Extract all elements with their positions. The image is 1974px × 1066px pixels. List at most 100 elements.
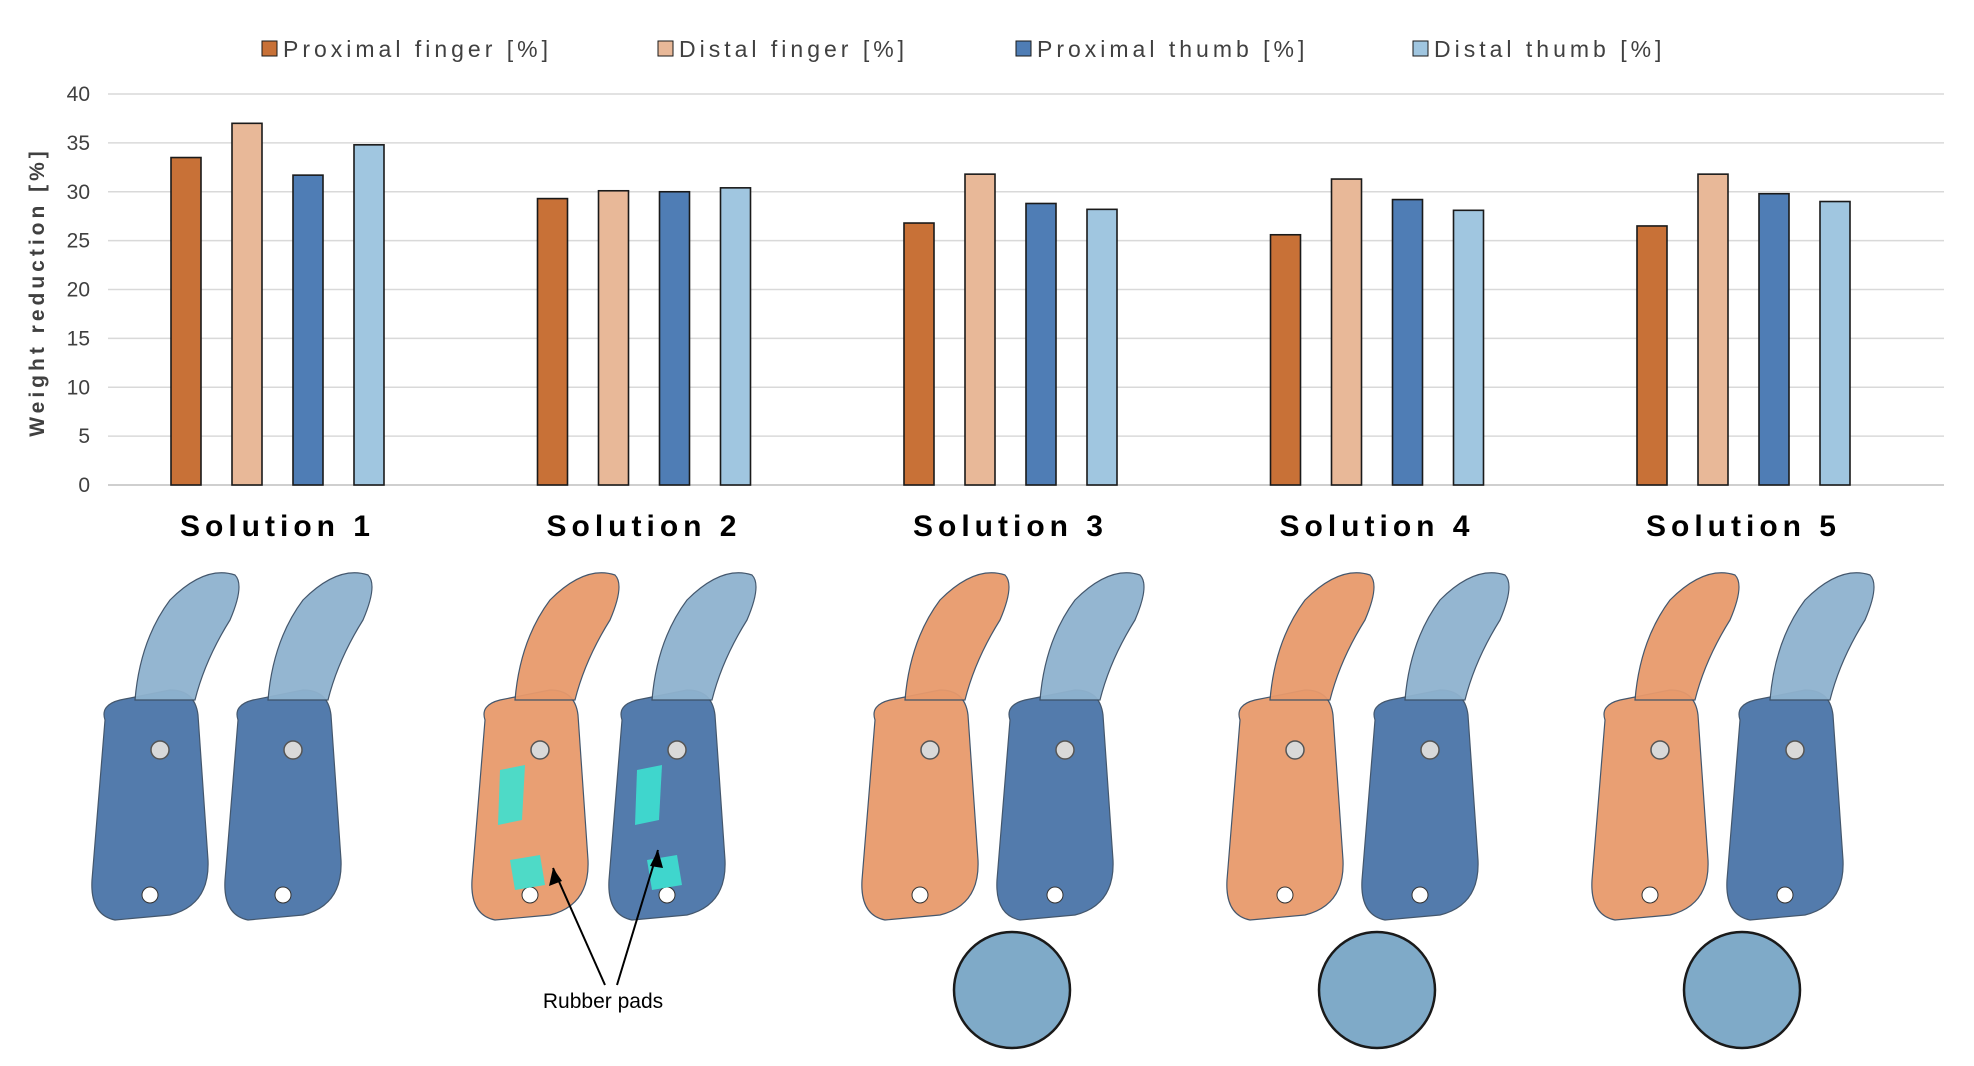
rubber-pad bbox=[510, 855, 545, 890]
category-labels: Solution 1 Solution 2 Solution 3 Solution 4… bbox=[180, 510, 1841, 543]
bar bbox=[658, 190, 691, 486]
proximal-segment bbox=[471, 689, 589, 921]
joint-screw bbox=[1420, 740, 1440, 760]
legend-swatch bbox=[1412, 40, 1429, 57]
category-label: Solution 2 bbox=[547, 510, 742, 543]
legend: Proximal finger [%] Distal finger [%] Prox… bbox=[261, 36, 1665, 62]
finger-part bbox=[608, 572, 757, 921]
distal-segment bbox=[1769, 572, 1875, 701]
bar bbox=[964, 173, 996, 486]
joint-screw bbox=[1055, 740, 1075, 760]
joint-screw bbox=[920, 740, 940, 760]
pivot-hole bbox=[141, 886, 159, 904]
bar bbox=[1819, 200, 1851, 486]
annotation-arrow bbox=[552, 867, 606, 986]
distal-segment bbox=[1039, 572, 1145, 701]
category-label: Solution 1 bbox=[180, 510, 375, 543]
y-tick-label: 5 bbox=[78, 425, 90, 448]
bar bbox=[170, 156, 202, 486]
annotation-arrowhead bbox=[650, 850, 663, 868]
pivot-hole bbox=[1776, 886, 1794, 904]
legend-swatch bbox=[261, 40, 278, 57]
bar bbox=[536, 197, 569, 486]
y-tick-label: 0 bbox=[78, 474, 90, 497]
finger-part bbox=[1591, 572, 1740, 921]
annotation-arrow bbox=[616, 849, 659, 986]
proximal-segment bbox=[1591, 689, 1709, 921]
proximal-segment bbox=[608, 689, 726, 921]
rubber-pads-annotation: Rubber pads bbox=[543, 849, 663, 1013]
rubber-pad bbox=[647, 855, 682, 890]
pivot-hole bbox=[658, 886, 676, 904]
y-tick-label: 20 bbox=[67, 279, 90, 302]
distal-segment bbox=[134, 572, 240, 701]
distal-segment bbox=[1404, 572, 1510, 701]
y-tick-label: 35 bbox=[67, 132, 90, 155]
pivot-hole bbox=[911, 886, 929, 904]
bar bbox=[1697, 173, 1729, 486]
part-illustrations bbox=[91, 572, 1875, 1050]
joint-screw bbox=[530, 740, 550, 760]
finger-part bbox=[861, 572, 1010, 921]
pivot-hole bbox=[1046, 886, 1064, 904]
y-tick-label: 30 bbox=[67, 181, 90, 204]
distal-segment bbox=[1269, 572, 1375, 701]
bar bbox=[231, 122, 263, 486]
bars bbox=[170, 122, 1851, 486]
finger-part bbox=[1361, 572, 1510, 921]
annotation-arrowhead bbox=[549, 868, 562, 886]
bar bbox=[1086, 208, 1118, 486]
proximal-segment bbox=[996, 689, 1114, 921]
bar bbox=[1269, 233, 1302, 486]
pivot-hole bbox=[1276, 886, 1294, 904]
y-tick-label: 40 bbox=[67, 83, 90, 106]
proximal-segment bbox=[224, 689, 342, 921]
bar bbox=[1025, 202, 1057, 486]
legend-swatch bbox=[1015, 40, 1032, 57]
category-label: Solution 5 bbox=[1646, 510, 1841, 543]
finger-part bbox=[996, 572, 1145, 921]
bar bbox=[903, 222, 935, 486]
proximal-segment bbox=[91, 689, 209, 921]
joint-screw bbox=[1785, 740, 1805, 760]
zoom-detail-circle bbox=[1682, 930, 1802, 1050]
legend-label: Distal thumb [%] bbox=[1434, 36, 1665, 62]
category-label: Solution 4 bbox=[1280, 510, 1475, 543]
pivot-hole bbox=[1411, 886, 1429, 904]
pivot-hole bbox=[274, 886, 292, 904]
distal-segment bbox=[904, 572, 1010, 701]
category-label: Solution 3 bbox=[913, 510, 1108, 543]
legend-label: Distal finger [%] bbox=[679, 36, 908, 62]
bar bbox=[719, 187, 752, 486]
y-tick-label: 10 bbox=[67, 376, 90, 399]
legend-label: Proximal thumb [%] bbox=[1037, 36, 1308, 62]
proximal-segment bbox=[1226, 689, 1344, 921]
y-tick-label: 25 bbox=[67, 230, 90, 253]
proximal-segment bbox=[1361, 689, 1479, 921]
joint-screw bbox=[667, 740, 687, 760]
pivot-hole bbox=[1641, 886, 1659, 904]
rubber-pads-label: Rubber pads bbox=[543, 990, 663, 1013]
finger-part bbox=[471, 572, 620, 921]
distal-segment bbox=[1634, 572, 1740, 701]
bar bbox=[353, 144, 385, 486]
legend-swatch bbox=[657, 40, 674, 57]
zoom-detail-circle bbox=[952, 930, 1072, 1050]
legend-label: Proximal finger [%] bbox=[283, 36, 552, 62]
zoom-detail-circle bbox=[1317, 930, 1437, 1050]
bar bbox=[1391, 198, 1424, 486]
joint-screw bbox=[283, 740, 303, 760]
bar bbox=[1330, 178, 1363, 486]
bar bbox=[597, 189, 630, 486]
bar bbox=[1452, 209, 1485, 486]
proximal-segment bbox=[861, 689, 979, 921]
bar bbox=[1758, 192, 1790, 486]
rubber-pad bbox=[635, 765, 662, 825]
pivot-hole bbox=[521, 886, 539, 904]
distal-segment bbox=[651, 572, 757, 701]
finger-part bbox=[1726, 572, 1875, 921]
bar bbox=[292, 174, 324, 486]
bar bbox=[1636, 225, 1668, 486]
